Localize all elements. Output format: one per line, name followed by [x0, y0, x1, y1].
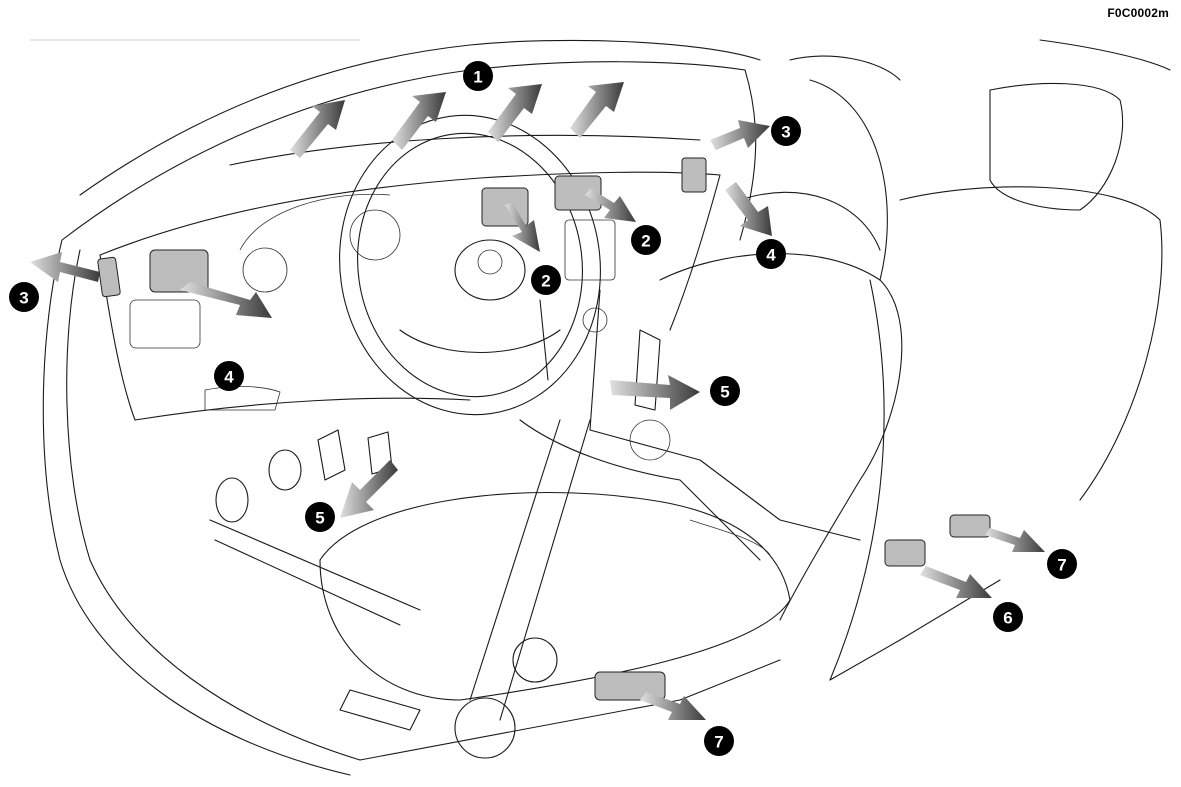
callout-3-left: 3 [9, 282, 39, 312]
airflow-arrow-center-vent-2 [585, 188, 636, 222]
callout-4a-label: 4 [224, 368, 234, 387]
airflow-arrow-windshield-4 [570, 82, 624, 138]
callout-4-right: 4 [756, 239, 786, 269]
callout-3b-label: 3 [781, 123, 790, 142]
airflow-arrow-lower-left [180, 282, 272, 318]
callout-3-right: 3 [771, 116, 801, 146]
airflow-arrow-center-vent-1 [505, 202, 540, 252]
callout-5-center: 5 [710, 376, 740, 406]
callout-7a-label: 7 [1057, 556, 1066, 575]
callout-7-floor: 7 [704, 726, 734, 756]
rear-seat [789, 55, 1163, 681]
callout-7b-label: 7 [714, 733, 723, 752]
callout-6-label: 6 [1003, 609, 1012, 628]
airflow-arrow-windshield-1 [290, 100, 345, 158]
car-body-outline [29, 39, 1171, 776]
callout-6: 6 [993, 602, 1023, 632]
airflow-arrow-rear-floor [640, 692, 706, 720]
airflow-arrow-side-right [710, 120, 770, 150]
callout-5-floor: 5 [305, 502, 335, 532]
callout-4-left: 4 [214, 361, 244, 391]
callout-2a-label: 2 [541, 272, 550, 291]
airflow-arrow-windshield-3 [488, 84, 542, 142]
airflow-arrows [30, 82, 1045, 720]
callout-7-rear: 7 [1047, 549, 1077, 579]
callout-3a-label: 3 [19, 289, 28, 308]
callout-5b-label: 5 [315, 509, 324, 528]
airflow-arrow-side-left [30, 252, 100, 282]
airflow-arrow-lower-right [725, 182, 772, 236]
airflow-arrow-rear-center [920, 566, 992, 598]
callout-2b-label: 2 [641, 232, 650, 251]
callout-5a-label: 5 [720, 383, 729, 402]
steering-wheel [339, 114, 601, 416]
airflow-arrow-windshield-2 [392, 92, 446, 150]
callout-1-label: 1 [473, 68, 482, 87]
callout-1: 1 [463, 61, 493, 91]
airflow-arrow-floor-center [610, 375, 700, 410]
pedals [209, 429, 421, 626]
callout-2-center: 2 [631, 225, 661, 255]
air-vents [97, 157, 991, 701]
airflow-arrow-rear-right [985, 528, 1045, 552]
callout-4b-label: 4 [766, 246, 776, 265]
center-console [519, 219, 861, 561]
callout-2-steering: 2 [531, 265, 561, 295]
figure-reference-code: F0C0002m [1107, 6, 1169, 20]
dashboard [99, 134, 721, 421]
airflow-arrow-floor-left [340, 460, 398, 518]
